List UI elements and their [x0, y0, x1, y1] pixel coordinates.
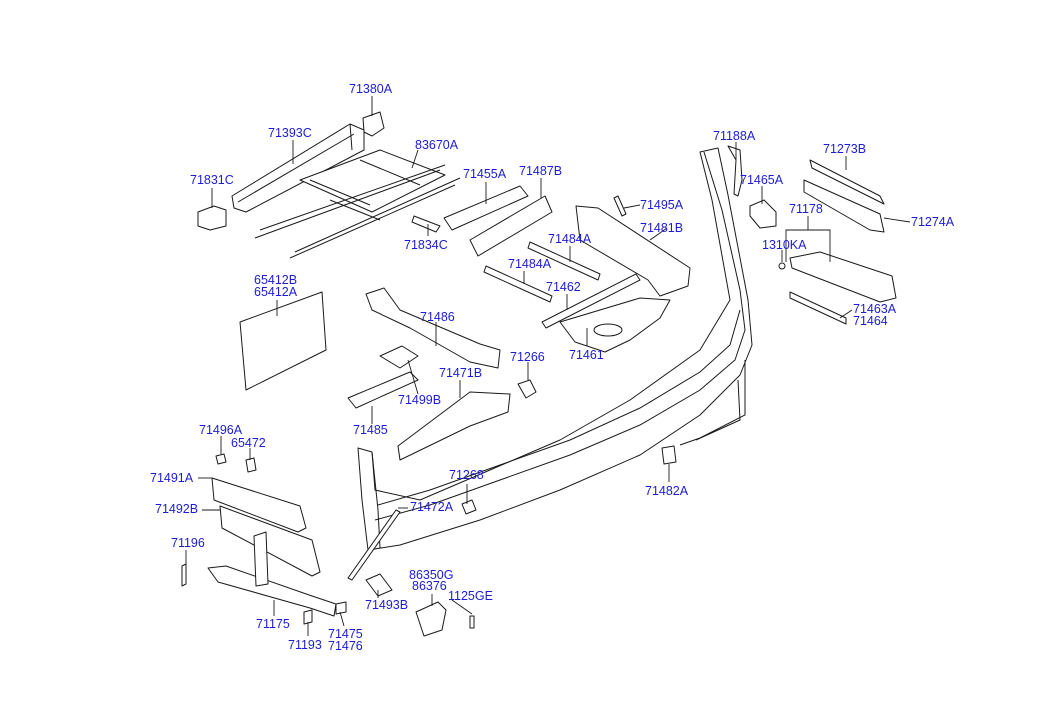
label-71484A-upper[interactable]: 71484A	[548, 232, 592, 246]
label-71491A[interactable]: 71491A	[150, 471, 194, 485]
part-71499B	[379, 345, 419, 369]
label-86376[interactable]: 86376	[412, 579, 447, 593]
label-71196[interactable]: 71196	[171, 536, 205, 550]
part-71380A	[362, 111, 385, 137]
label-71485[interactable]: 71485	[353, 423, 388, 437]
label-71455A[interactable]: 71455A	[463, 167, 507, 181]
label-71484A-lower[interactable]: 71484A	[508, 257, 552, 271]
label-65412A[interactable]: 65412A	[254, 285, 298, 299]
part-83670A	[254, 149, 461, 259]
label-71188A[interactable]: 71188A	[713, 129, 756, 143]
part-71475	[335, 601, 347, 615]
part-1125GE	[469, 615, 475, 629]
part-71463A	[789, 291, 847, 325]
label-1310KA[interactable]: 1310KA	[762, 238, 807, 252]
part-71175-upright	[253, 531, 269, 587]
label-71487B[interactable]: 71487B	[519, 164, 563, 178]
label-71193[interactable]: 71193	[288, 638, 322, 652]
label-71496A[interactable]: 71496A	[199, 423, 243, 437]
label-71465A[interactable]: 71465A	[740, 173, 784, 187]
label-71274A[interactable]: 71274A	[911, 215, 955, 229]
part-71481B	[575, 205, 691, 297]
label-71834C[interactable]: 71834C	[404, 238, 448, 252]
part-71175	[207, 565, 337, 617]
label-86350G[interactable]: 86350G	[409, 568, 454, 582]
label-83670A[interactable]: 83670A	[415, 138, 459, 152]
part-71465A	[749, 199, 777, 229]
label-71486[interactable]: 71486	[420, 310, 455, 324]
part-71834C	[411, 215, 441, 233]
part-71274A	[803, 179, 885, 233]
label-71481B[interactable]: 71481B	[640, 221, 684, 235]
part-71471B	[397, 391, 511, 461]
label-71499B[interactable]: 71499B	[398, 393, 442, 407]
label-71461[interactable]: 71461	[569, 348, 604, 362]
label-65412B[interactable]: 65412B	[254, 273, 298, 287]
part-71472A	[347, 509, 401, 581]
part-71491A	[211, 477, 307, 533]
label-71831C[interactable]: 71831C	[190, 173, 234, 187]
part-65472	[245, 457, 257, 473]
part-71461-hole	[593, 323, 623, 337]
label-71475[interactable]: 71475	[328, 627, 363, 641]
label-71175[interactable]: 71175	[256, 617, 290, 631]
label-71476[interactable]: 71476	[328, 639, 363, 653]
part-71188A	[727, 145, 743, 197]
part-71484A-upper	[527, 241, 601, 281]
label-71493B[interactable]: 71493B	[365, 598, 409, 612]
part-71196	[181, 563, 187, 587]
part-71492B	[219, 505, 321, 577]
label-1125GE[interactable]: 1125GE	[448, 589, 493, 603]
label-71464[interactable]: 71464	[853, 314, 888, 328]
part-71495A	[613, 195, 627, 217]
bumper-body	[357, 147, 753, 551]
part-1310KA	[778, 262, 786, 270]
label-71268[interactable]: 71268	[449, 468, 484, 482]
part-71484A-lower	[483, 265, 553, 303]
label-65472[interactable]: 65472	[231, 436, 266, 450]
part-71485	[347, 371, 419, 409]
part-71455A	[443, 185, 529, 231]
label-71495A[interactable]: 71495A	[640, 198, 684, 212]
part-71193	[303, 609, 313, 625]
part-71831C	[197, 205, 227, 231]
label-71462[interactable]: 71462	[546, 280, 581, 294]
part-71486	[365, 287, 501, 369]
label-71273B[interactable]: 71273B	[823, 142, 867, 156]
label-71266[interactable]: 71266	[510, 350, 545, 364]
leader-lines	[185, 96, 911, 636]
part-71178	[789, 251, 897, 303]
label-71380A[interactable]: 71380A	[349, 82, 393, 96]
label-71463A[interactable]: 71463A	[853, 302, 897, 316]
part-71496A	[215, 453, 227, 465]
part-71493B	[365, 573, 393, 597]
label-71492B[interactable]: 71492B	[155, 502, 199, 516]
label-71472A[interactable]: 71472A	[410, 500, 454, 514]
part-71482A	[661, 445, 677, 465]
part-71268	[461, 499, 477, 515]
part-71273B	[809, 159, 885, 205]
label-71471B[interactable]: 71471B	[439, 366, 483, 380]
label-71482A[interactable]: 71482A	[645, 484, 689, 498]
part-71487B	[469, 195, 553, 257]
label-71178[interactable]: 71178	[789, 202, 823, 216]
part-86350G	[415, 601, 447, 637]
part-71462	[541, 273, 641, 329]
label-71393C[interactable]: 71393C	[268, 126, 312, 140]
part-65412	[239, 291, 327, 391]
part-71266	[517, 379, 537, 399]
